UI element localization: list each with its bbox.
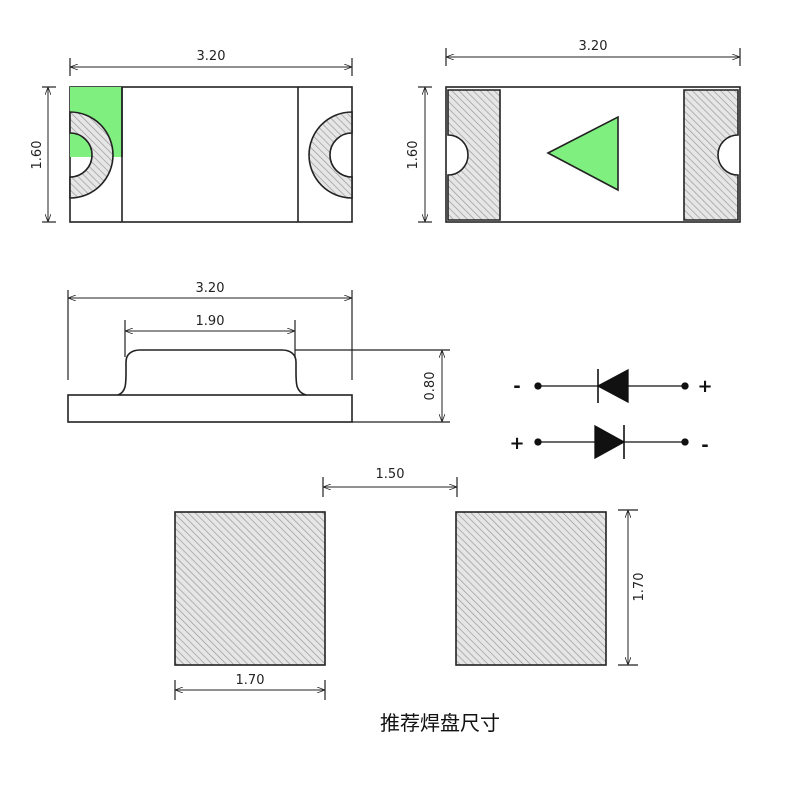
- pad-height-label: 1.70: [632, 573, 647, 602]
- left-solder-pad: [174, 511, 326, 666]
- recommended-pads: [174, 477, 638, 700]
- right-terminal: [308, 111, 353, 199]
- caption: 推荐焊盘尺寸: [380, 711, 500, 735]
- pad-width-label: 1.70: [236, 673, 265, 688]
- polarity-triangle: [546, 115, 619, 192]
- left-terminal: [69, 111, 114, 199]
- bottom-width-label: 3.20: [579, 39, 608, 54]
- dome-width-label: 1.90: [196, 314, 225, 329]
- bottom-view: [418, 48, 741, 223]
- diode-symbol-forward: [534, 424, 689, 460]
- diode1-right-polarity: +: [697, 376, 712, 397]
- right-pad: [683, 89, 739, 221]
- lens-dome: [117, 349, 307, 396]
- top-width-label: 3.20: [197, 49, 226, 64]
- diode-symbol-reverse: [534, 368, 689, 404]
- diode2-right-polarity: -: [701, 435, 708, 456]
- side-height-label: 0.80: [423, 372, 438, 401]
- right-solder-pad: [455, 511, 607, 666]
- bottom-height-label: 1.60: [406, 141, 421, 170]
- top-height-label: 1.60: [30, 141, 45, 170]
- pad-gap-label: 1.50: [376, 467, 405, 482]
- diode1-left-polarity: -: [513, 376, 520, 397]
- diode2-left-polarity: +: [509, 433, 524, 454]
- left-pad: [447, 89, 501, 221]
- substrate: [67, 394, 353, 423]
- side-width-label: 3.20: [196, 281, 225, 296]
- side-view: [67, 290, 450, 423]
- top-view: [42, 58, 353, 223]
